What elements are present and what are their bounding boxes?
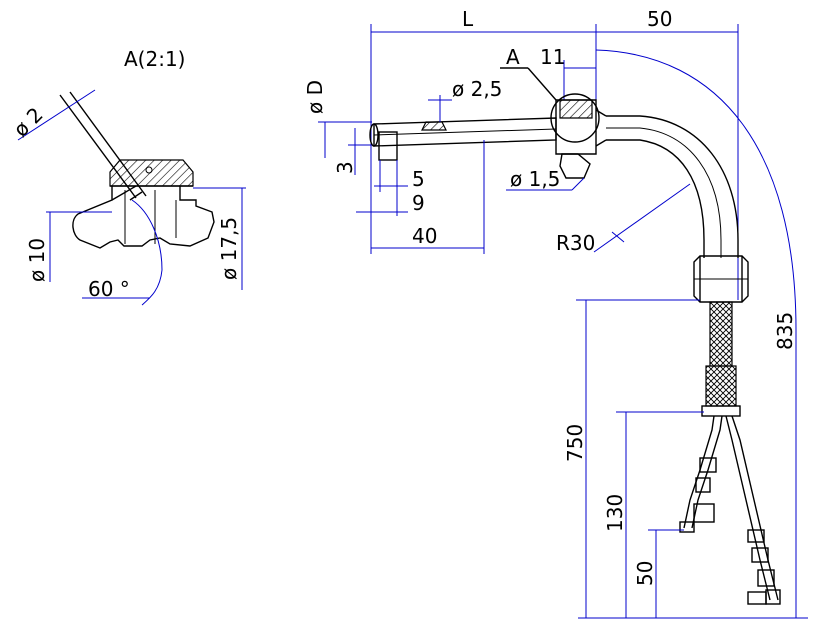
dia-D-label: ø D [303,80,327,114]
R30-label: R30 [556,231,595,255]
dia-25-label: ø 2,5 [452,77,502,101]
dim-9-label: 9 [412,191,425,215]
dia-15-label: ø 1,5 [510,167,560,191]
dim-3-label: 3 [333,161,357,174]
bent-tube-inner [606,139,705,258]
marker-a-label: A [506,45,520,69]
detail-dia10-label: ø 10 [25,238,49,282]
detail-body [72,186,215,249]
detail-dia175-label: ø 17,5 [217,217,241,280]
dim-835-label: 835 [773,312,797,350]
dim-5-label: 5 [412,167,425,191]
dim-11-label: 11 [540,45,565,69]
dim-50-top-label: 50 [647,7,672,31]
dim-L-label: L [462,7,474,31]
detail-angle-label: 60 ° [88,277,130,301]
detail-view-a: A(2:1) ø 2 60 ° ø 10 ø 17,5 [9,47,246,306]
lower-nut [693,255,749,303]
dim-40-label: 40 [412,224,437,248]
braided-sleeve [709,301,733,367]
bent-tube-outer [606,115,739,258]
dim-130-label: 130 [603,494,627,532]
dim-50-bottom-label: 50 [633,561,657,586]
main-view: L 50 11 A ø D 3 ø 2,5 [303,7,808,619]
dim-750-label: 750 [563,424,587,462]
detail-title: A(2:1) [124,47,185,71]
detail-dia2-label: ø 2 [9,102,48,141]
dim-835-arc [595,49,797,618]
